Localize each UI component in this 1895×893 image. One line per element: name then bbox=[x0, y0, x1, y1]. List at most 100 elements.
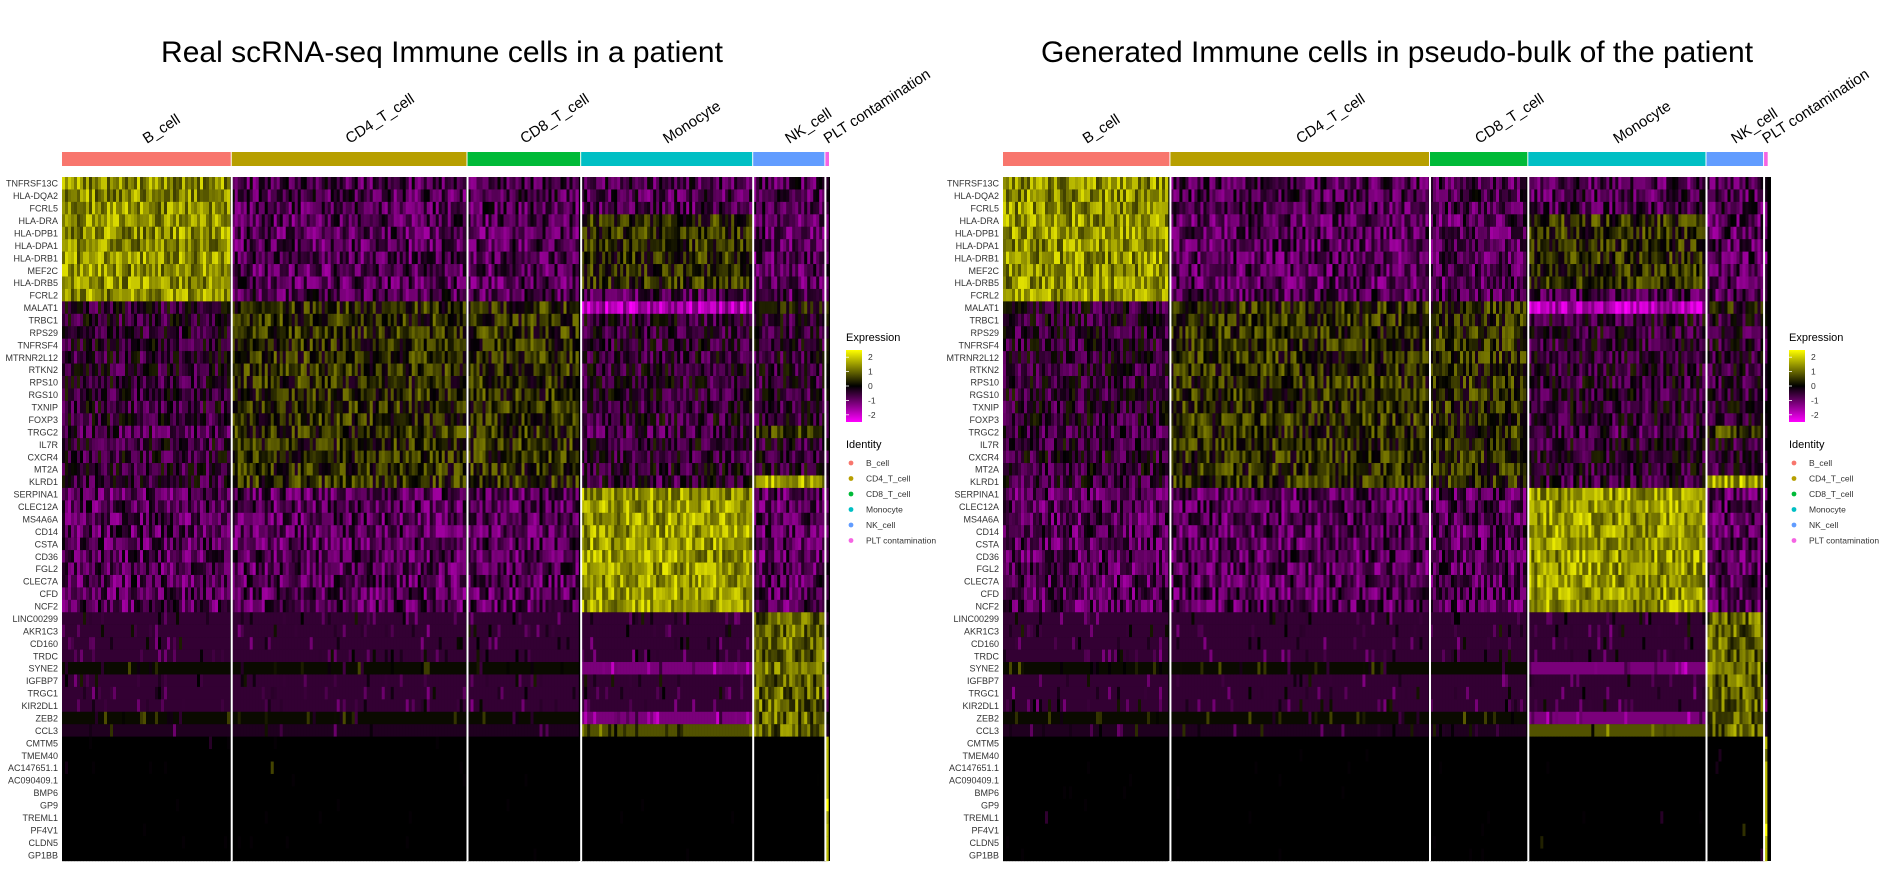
heat-cell bbox=[170, 264, 174, 277]
heat-cell bbox=[134, 338, 138, 352]
heat-cell bbox=[231, 239, 236, 252]
heat-cell bbox=[206, 848, 210, 862]
heat-cell bbox=[83, 475, 87, 489]
heat-cell bbox=[267, 351, 272, 364]
heat-cell bbox=[74, 214, 78, 227]
heat-cell bbox=[92, 836, 96, 849]
heat-cell bbox=[188, 637, 192, 650]
heat-cell bbox=[200, 351, 204, 364]
heat-cell bbox=[173, 487, 177, 501]
heat-cell bbox=[300, 612, 305, 625]
heat-cell bbox=[158, 264, 162, 277]
heat-cell bbox=[86, 599, 90, 613]
heat-cell bbox=[282, 326, 287, 339]
heat-cell bbox=[74, 500, 78, 513]
heat-cell bbox=[179, 288, 183, 302]
heat-cell bbox=[92, 574, 96, 588]
heat-cell bbox=[95, 848, 99, 862]
heat-cell bbox=[285, 177, 290, 190]
heat-cell bbox=[125, 674, 129, 688]
heat-cell bbox=[146, 400, 150, 414]
heat-cell bbox=[176, 512, 180, 526]
heat-cell bbox=[98, 450, 102, 464]
heat-cell bbox=[318, 562, 323, 576]
heat-cell bbox=[68, 413, 72, 426]
heat-cell bbox=[101, 189, 105, 203]
heat-cell bbox=[134, 301, 138, 314]
heat-cell bbox=[191, 786, 195, 800]
heat-cell bbox=[300, 823, 305, 837]
heat-cell bbox=[122, 313, 126, 327]
heat-cell bbox=[237, 425, 242, 439]
heat-cell bbox=[321, 301, 326, 314]
heat-cell bbox=[65, 674, 69, 688]
heat-cell bbox=[137, 463, 141, 476]
heat-cell bbox=[122, 512, 126, 526]
heat-cell bbox=[237, 264, 242, 277]
heat-cell bbox=[288, 599, 293, 613]
heat-cell bbox=[101, 587, 105, 601]
heat-cell bbox=[95, 761, 99, 775]
heat-cell bbox=[215, 214, 219, 227]
heat-cell bbox=[318, 201, 323, 215]
heat-cell bbox=[297, 288, 302, 302]
heat-cell bbox=[122, 400, 126, 414]
heat-cell bbox=[246, 512, 251, 526]
heat-cell bbox=[249, 251, 254, 265]
heat-cell bbox=[68, 301, 72, 314]
heat-cell bbox=[234, 699, 239, 712]
heat-cell bbox=[146, 500, 150, 513]
heat-cell bbox=[315, 525, 320, 538]
heat-cell bbox=[179, 649, 183, 663]
heat-cell bbox=[164, 624, 168, 638]
heat-cell bbox=[297, 848, 302, 862]
heat-cell bbox=[104, 773, 108, 787]
heat-cell bbox=[131, 351, 135, 364]
heat-cell bbox=[185, 214, 189, 227]
heat-cell bbox=[101, 450, 105, 464]
heat-cell bbox=[294, 761, 299, 775]
heat-cell bbox=[300, 749, 305, 762]
heat-cell bbox=[231, 562, 236, 576]
heat-cell bbox=[95, 699, 99, 712]
heat-cell bbox=[321, 724, 326, 737]
heat-cell bbox=[158, 736, 162, 750]
heat-cell bbox=[258, 662, 263, 675]
heat-cell bbox=[116, 811, 120, 824]
heat-cell bbox=[116, 612, 120, 625]
heat-cell bbox=[221, 189, 225, 203]
heat-cell bbox=[321, 351, 326, 364]
heat-cell bbox=[182, 711, 186, 725]
heat-cell bbox=[137, 811, 141, 824]
heat-cell bbox=[294, 562, 299, 576]
heat-cell bbox=[261, 413, 266, 426]
heat-cell bbox=[182, 450, 186, 464]
heat-cell bbox=[185, 761, 189, 775]
heat-cell bbox=[273, 537, 278, 551]
heat-cell bbox=[276, 512, 281, 526]
heat-cell bbox=[98, 761, 102, 775]
heat-cell bbox=[215, 264, 219, 277]
heat-cell bbox=[179, 375, 183, 389]
heat-cell bbox=[86, 375, 90, 389]
heat-cell bbox=[318, 786, 323, 800]
heat-cell bbox=[182, 512, 186, 526]
heat-cell bbox=[74, 487, 78, 501]
heat-cell bbox=[152, 649, 156, 663]
heat-cell bbox=[333, 226, 338, 240]
heat-cell bbox=[86, 525, 90, 538]
heat-cell bbox=[243, 189, 248, 203]
heat-cell bbox=[167, 537, 171, 551]
heat-cell bbox=[237, 363, 242, 377]
heat-cell bbox=[176, 637, 180, 650]
heat-cell bbox=[297, 487, 302, 501]
heat-cell bbox=[243, 400, 248, 414]
heat-cell bbox=[119, 276, 123, 290]
heat-cell bbox=[179, 463, 183, 476]
heat-cell bbox=[62, 400, 66, 414]
heat-cell bbox=[104, 438, 108, 451]
heat-cell bbox=[231, 599, 236, 613]
heat-cell bbox=[194, 500, 198, 513]
heat-cell bbox=[131, 599, 135, 613]
heat-cell bbox=[279, 226, 284, 240]
